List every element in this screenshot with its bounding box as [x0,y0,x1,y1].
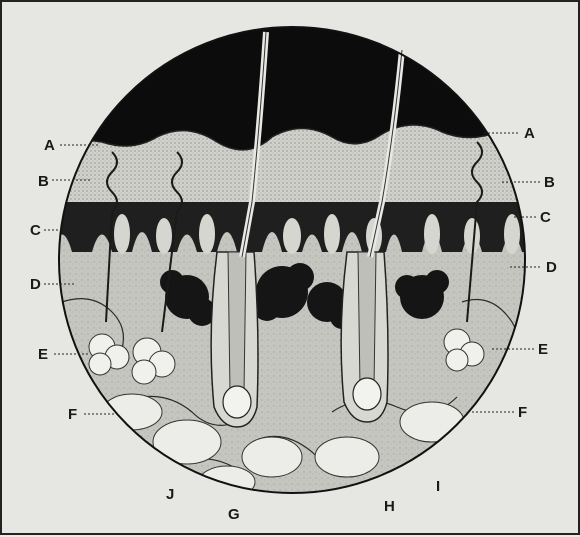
label-i: I [436,479,440,494]
hair-follicle-right [341,252,388,422]
label-c-left: C [30,223,41,238]
label-f-right: F [518,405,527,420]
label-b-left: B [38,174,49,189]
label-j: J [166,487,174,502]
label-a-left: A [44,138,55,153]
label-e-right: E [538,342,548,357]
label-d-left: D [30,277,41,292]
label-d-right: D [546,260,557,275]
hair-follicle-left [211,252,258,427]
label-f-left: F [68,407,77,422]
label-h: H [384,499,395,514]
label-c-right: C [540,210,551,225]
label-b-right: B [544,175,555,190]
label-e-left: E [38,347,48,362]
label-a-right: A [524,126,535,141]
label-g: G [228,507,240,522]
